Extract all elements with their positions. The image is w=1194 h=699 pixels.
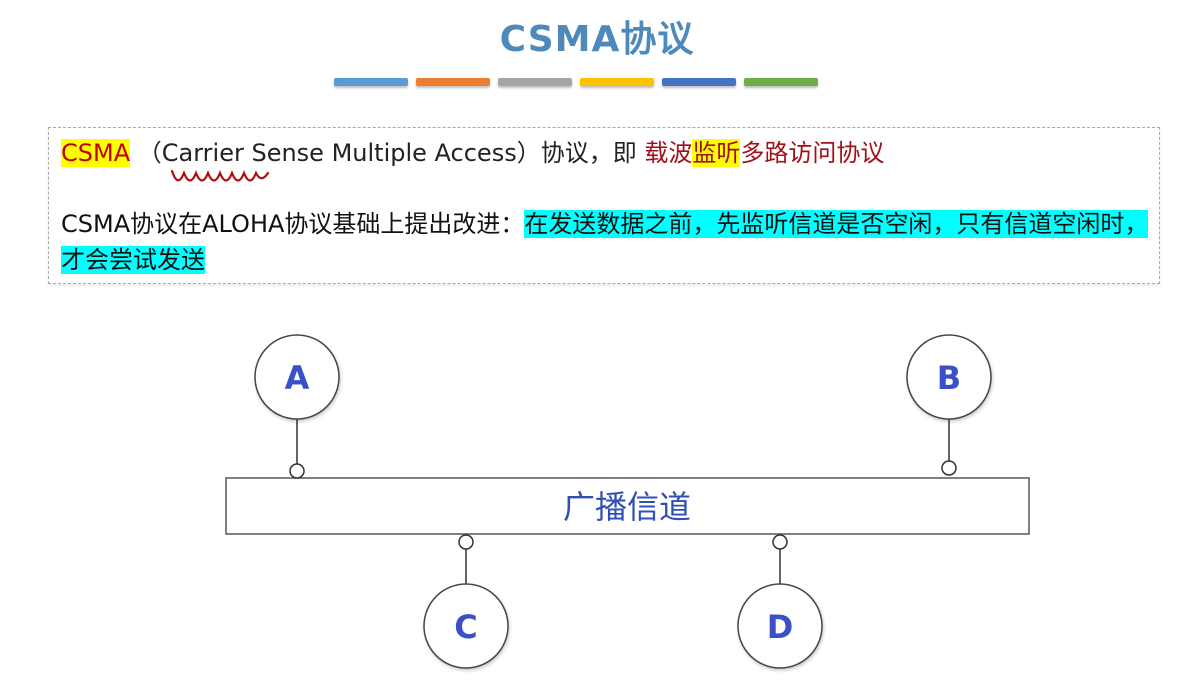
- improvement-lead: CSMA协议在ALOHA协议基础上提出改进：: [61, 210, 525, 238]
- accent-bar-1: [334, 78, 408, 86]
- node-a: A: [254, 334, 340, 479]
- full-name: （Carrier Sense Multiple Access）: [137, 139, 541, 167]
- definition-box: CSMA （Carrier Sense Multiple Access）协议，即…: [48, 127, 1160, 284]
- acronym-csma: CSMA: [61, 139, 131, 167]
- node-b-label: B: [937, 359, 961, 397]
- accent-bar-6: [744, 78, 818, 86]
- page-title: CSMA协议: [499, 19, 695, 60]
- accent-bar-5: [662, 78, 736, 86]
- channel-label: 广播信道: [563, 488, 691, 526]
- node-d-label: D: [767, 608, 794, 646]
- improvement-text: CSMA协议在ALOHA协议基础上提出改进：在发送数据之前，先监听信道是否空闲，…: [61, 206, 1157, 278]
- node-c: C: [423, 534, 509, 669]
- node-b: B: [906, 334, 992, 476]
- definition-line: CSMA （Carrier Sense Multiple Access）协议，即…: [61, 136, 884, 170]
- definition-suffix: 协议，即: [540, 139, 637, 167]
- accent-bar-4: [580, 78, 654, 86]
- cn-term-highlight: 监听: [692, 139, 741, 167]
- node-c-label: C: [454, 608, 477, 646]
- cn-term-part1: 载波: [644, 139, 693, 167]
- node-d: D: [737, 534, 823, 669]
- accent-bar-2: [416, 78, 490, 86]
- node-a-label: A: [285, 359, 310, 397]
- handwritten-squiggle: [170, 169, 270, 182]
- broadcast-channel: [225, 477, 1030, 535]
- cn-term-part2: 多路访问协议: [740, 139, 885, 167]
- accent-bar-3: [498, 78, 572, 86]
